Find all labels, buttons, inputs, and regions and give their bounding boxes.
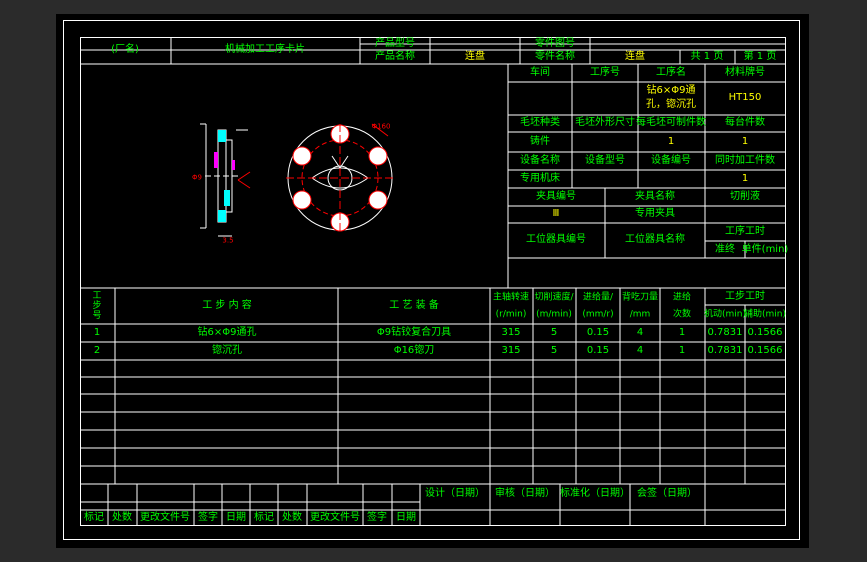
blank-size-label: 毛坯外形尺寸 — [575, 117, 635, 128]
step-1-machine: 0.7831 — [707, 327, 743, 338]
footer-date-1: 日期 — [226, 512, 246, 523]
step-2-content: 锪沉孔 — [212, 345, 242, 356]
step-1-passes: 1 — [678, 327, 686, 338]
cut-speed-label: 切削速度/ — [534, 292, 574, 303]
step-1-equip: Φ9钻铰复合刀具 — [376, 327, 452, 338]
coolant-label: 切削液 — [730, 191, 760, 202]
step-2-feed: 0.15 — [586, 345, 610, 356]
equip-name-value: 专用机床 — [520, 173, 560, 184]
material-no-label: 材料牌号 — [725, 67, 765, 78]
step-2-equip: Φ16锪刀 — [393, 345, 435, 356]
parts-per-blank-value: 1 — [667, 136, 675, 147]
blank-type-label: 毛坯种类 — [520, 117, 560, 128]
footer-signature-2: 签字 — [367, 512, 387, 523]
step-1-no: 1 — [93, 327, 101, 338]
cut-speed-unit: (m/min) — [536, 309, 572, 320]
machine-time-label: 机动(min) — [704, 309, 746, 320]
depth-label: 背吃刀量 — [621, 292, 659, 303]
footer-mark-2: 标记 — [254, 512, 274, 523]
material-value: HT150 — [728, 92, 762, 103]
page-number: 第 1 页 — [743, 51, 777, 62]
equip-model-label: 设备型号 — [585, 155, 625, 166]
step-1-speed: 5 — [550, 327, 558, 338]
step-2-speed: 5 — [550, 345, 558, 356]
dim-left: Φ9 — [192, 173, 202, 182]
fixture-name-value: 专用夹具 — [635, 208, 675, 219]
product-model-label: 产品型号 — [375, 38, 415, 49]
review-label: 审核（日期） — [495, 488, 555, 499]
footer-signature-1: 签字 — [198, 512, 218, 523]
step-2-depth: 4 — [636, 345, 644, 356]
step-1-spindle: 315 — [501, 327, 521, 338]
step-1-feed: 0.15 — [586, 327, 610, 338]
fixture-no-value: Ⅲ — [552, 208, 560, 219]
equip-no-label: 设备编号 — [651, 155, 691, 166]
station-tool-no-label: 工位器具编号 — [526, 234, 586, 245]
blank-type-value: 铸件 — [530, 136, 550, 147]
product-name-value: 连盘 — [465, 51, 485, 62]
product-name-label: 产品名称 — [375, 51, 415, 62]
feed-unit: (mm/r) — [582, 309, 614, 320]
total-pages: 共 1 页 — [690, 51, 724, 62]
outer-border — [63, 20, 800, 540]
process-name-value: 钻6×Φ9通孔，锪沉孔 — [646, 85, 696, 110]
design-label: 设计（日期） — [425, 488, 485, 499]
part-name-label: 零件名称 — [535, 51, 575, 62]
drawing-sheet — [56, 14, 809, 548]
footer-date-2: 日期 — [396, 512, 416, 523]
footer-count-2: 处数 — [282, 512, 302, 523]
part-section-view — [200, 123, 251, 237]
sign-label: 会签（日期） — [637, 488, 697, 499]
equip-name-label: 设备名称 — [520, 155, 560, 166]
spindle-unit: (r/min) — [495, 309, 527, 320]
card-title: 机械加工工序卡片 — [225, 44, 305, 55]
workshop-label: 车间 — [530, 67, 550, 78]
footer-mark-1: 标记 — [84, 512, 104, 523]
aux-time-label: 辅助(min) — [744, 309, 786, 320]
dim-right: Φ160 — [371, 122, 391, 131]
process-card-frame — [80, 37, 786, 526]
process-name-label: 工序名 — [656, 67, 686, 78]
feed-label: 进给量/ — [582, 292, 614, 303]
step-2-no: 2 — [93, 345, 101, 356]
factory-name: (厂名) — [111, 44, 139, 55]
spindle-label: 主轴转速 — [492, 292, 530, 303]
parts-per-blank-label: 每毛坯可制件数 — [636, 117, 706, 128]
unit-time-label: 单件(min) — [741, 244, 789, 255]
step-1-content: 钻6×Φ9通孔 — [197, 327, 257, 338]
passes-label-2: 次数 — [672, 309, 692, 320]
step-1-depth: 4 — [636, 327, 644, 338]
process-no-label: 工序号 — [590, 67, 620, 78]
prep-end-label: 准终 — [715, 244, 735, 255]
simul-parts-label: 同时加工件数 — [715, 155, 775, 166]
fixture-no-label: 夹具编号 — [536, 191, 576, 202]
footer-change-doc-2: 更改文件号 — [310, 512, 360, 523]
passes-label: 进给 — [672, 292, 692, 303]
part-front-view — [286, 123, 394, 232]
part-name-value: 连盘 — [625, 51, 645, 62]
step-2-spindle: 315 — [501, 345, 521, 356]
dim-bottom: 3.5 — [222, 236, 234, 245]
depth-unit: /mm — [629, 309, 651, 320]
step-1-aux: 0.1566 — [747, 327, 783, 338]
parts-per-unit-value: 1 — [741, 136, 749, 147]
step-equipment-label: 工 艺 装 备 — [389, 300, 439, 311]
step-content-label: 工 步 内 容 — [202, 300, 252, 311]
part-drawing-no-label: 零件图号 — [535, 38, 575, 49]
parts-per-unit-label: 每台件数 — [725, 117, 765, 128]
step-no-label: 工步号 — [92, 291, 102, 321]
step-2-aux: 0.1566 — [747, 345, 783, 356]
step-2-passes: 1 — [678, 345, 686, 356]
step-2-machine: 0.7831 — [707, 345, 743, 356]
process-hours-label: 工序工时 — [725, 226, 765, 237]
footer-count-1: 处数 — [112, 512, 132, 523]
fixture-name-label: 夹具名称 — [635, 191, 675, 202]
simul-parts-value: 1 — [741, 173, 749, 184]
standard-label: 标准化（日期） — [560, 488, 630, 499]
step-hours-label: 工步工时 — [725, 291, 765, 302]
footer-change-doc-1: 更改文件号 — [140, 512, 190, 523]
station-tool-name-label: 工位器具名称 — [625, 234, 685, 245]
